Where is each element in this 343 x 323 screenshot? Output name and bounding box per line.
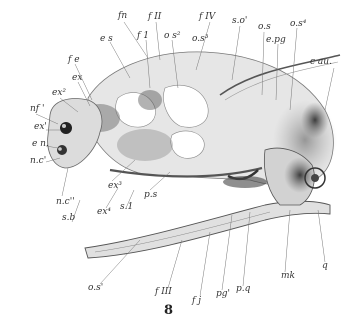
label-os1b: o.s' — [88, 284, 103, 293]
label-en: e n. — [32, 140, 49, 149]
label-q: q — [322, 262, 328, 271]
nostril-upper — [60, 122, 72, 134]
auditory-ring-inner — [311, 174, 319, 182]
label-f-iii: f III — [155, 288, 172, 297]
label-ex2: ex² — [52, 89, 66, 98]
label-fj: f j — [192, 297, 201, 306]
label-so1: s.o' — [232, 17, 247, 26]
label-nc1: n.c' — [30, 157, 46, 166]
nostril-lower — [57, 145, 67, 155]
label-os3: o.s³ — [192, 35, 208, 44]
occipital-dark — [301, 102, 329, 138]
label-mk: mk — [281, 272, 295, 281]
label-cau: c au. — [310, 58, 332, 67]
label-os4: o.s⁴ — [290, 20, 306, 29]
label-fn: fn — [118, 12, 127, 21]
label-os2: o s² — [164, 32, 181, 41]
label-f-ii: f II — [148, 13, 161, 22]
label-pg1: pg' — [216, 290, 230, 299]
label-nf1: nf ' — [30, 105, 44, 114]
label-es: e s — [100, 35, 113, 44]
label-epg: e.pg — [266, 36, 286, 45]
label-ex4: ex⁴ — [97, 208, 111, 217]
label-os: o.s — [258, 23, 271, 32]
label-s1: s.1 — [120, 203, 133, 212]
label-ex: ex — [72, 74, 82, 83]
nostril-upper-inner — [62, 124, 66, 128]
label-pq: p.q — [236, 285, 250, 294]
label-ex1: ex' — [34, 123, 47, 132]
label-nc2: n.c'' — [56, 198, 75, 207]
figure-number: 8 — [164, 304, 173, 317]
nasal-capsule — [48, 99, 102, 168]
basi-shading — [223, 176, 267, 188]
label-ps: p.s — [144, 191, 157, 200]
nostril-lower-inner — [58, 147, 62, 151]
label-f1: f 1 — [137, 32, 149, 41]
label-sb: s.b — [62, 214, 75, 223]
mid-shading — [117, 129, 173, 161]
label-fe: f e — [68, 56, 80, 65]
label-ex3: ex³ — [108, 182, 122, 191]
upper-shading — [138, 90, 162, 110]
label-f-iv: f IV — [199, 13, 215, 22]
